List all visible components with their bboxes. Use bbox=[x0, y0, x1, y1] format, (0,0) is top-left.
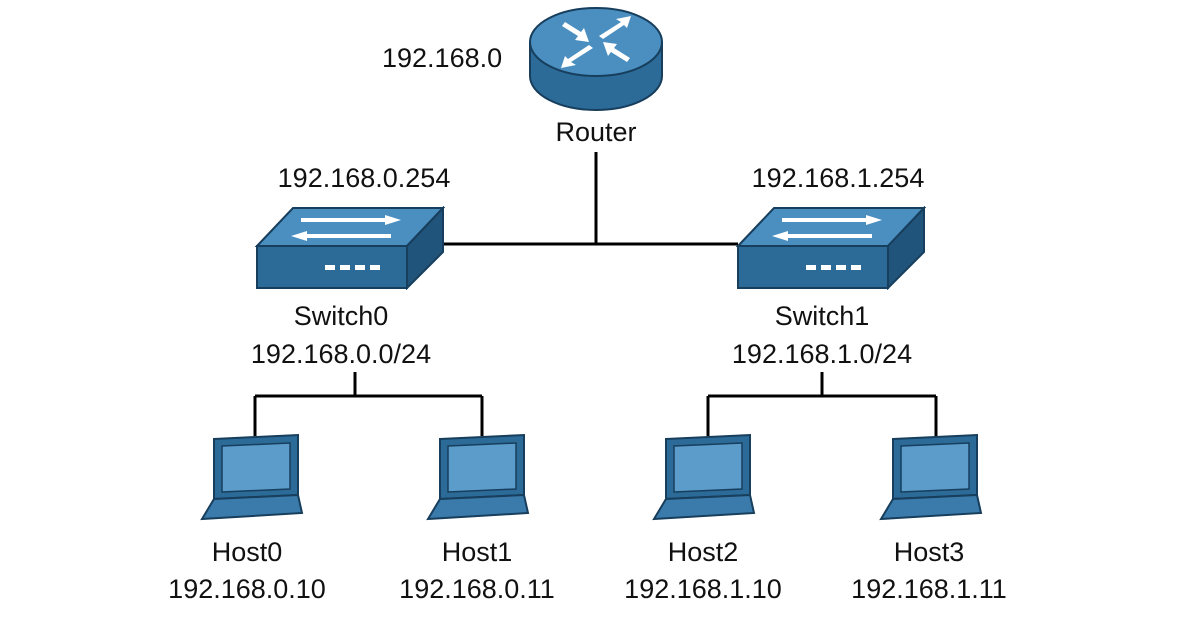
host1-ip-label: 192.168.0.11 bbox=[399, 574, 555, 604]
host3-ip-label: 192.168.1.11 bbox=[851, 574, 1007, 604]
host0-ip-label: 192.168.0.10 bbox=[168, 574, 326, 604]
switch0-name-label: Switch0 bbox=[293, 301, 389, 331]
switch-icon bbox=[254, 205, 446, 291]
host3[interactable] bbox=[879, 433, 983, 521]
router-icon bbox=[529, 7, 663, 111]
laptop-icon bbox=[879, 433, 983, 521]
router-address-label: 192.168.0 bbox=[382, 43, 503, 73]
host2[interactable] bbox=[652, 433, 756, 521]
host1[interactable] bbox=[426, 433, 530, 521]
host2-ip-label: 192.168.1.10 bbox=[624, 574, 782, 604]
switch-icon bbox=[735, 205, 927, 291]
router-name-label: Router bbox=[555, 117, 637, 147]
switch1-network-label: 192.168.1.0/24 bbox=[731, 339, 913, 369]
host2-name-label: Host2 bbox=[667, 537, 739, 567]
switch0-gateway-label: 192.168.0.254 bbox=[277, 163, 451, 193]
host3-name-label: Host3 bbox=[893, 537, 965, 567]
laptop-icon bbox=[652, 433, 756, 521]
link-switch1-hosts bbox=[706, 372, 938, 436]
host1-name-label: Host1 bbox=[441, 537, 513, 567]
switch1[interactable] bbox=[735, 205, 927, 291]
host0[interactable] bbox=[200, 433, 304, 521]
laptop-icon bbox=[200, 433, 304, 521]
switch1-gateway-label: 192.168.1.254 bbox=[751, 163, 925, 193]
link-switch0-hosts bbox=[253, 372, 484, 436]
switch0-network-label: 192.168.0.0/24 bbox=[250, 339, 432, 369]
switch1-name-label: Switch1 bbox=[774, 301, 870, 331]
switch0[interactable] bbox=[254, 205, 446, 291]
router[interactable] bbox=[527, 4, 665, 114]
laptop-icon bbox=[426, 433, 530, 521]
host0-name-label: Host0 bbox=[211, 537, 283, 567]
